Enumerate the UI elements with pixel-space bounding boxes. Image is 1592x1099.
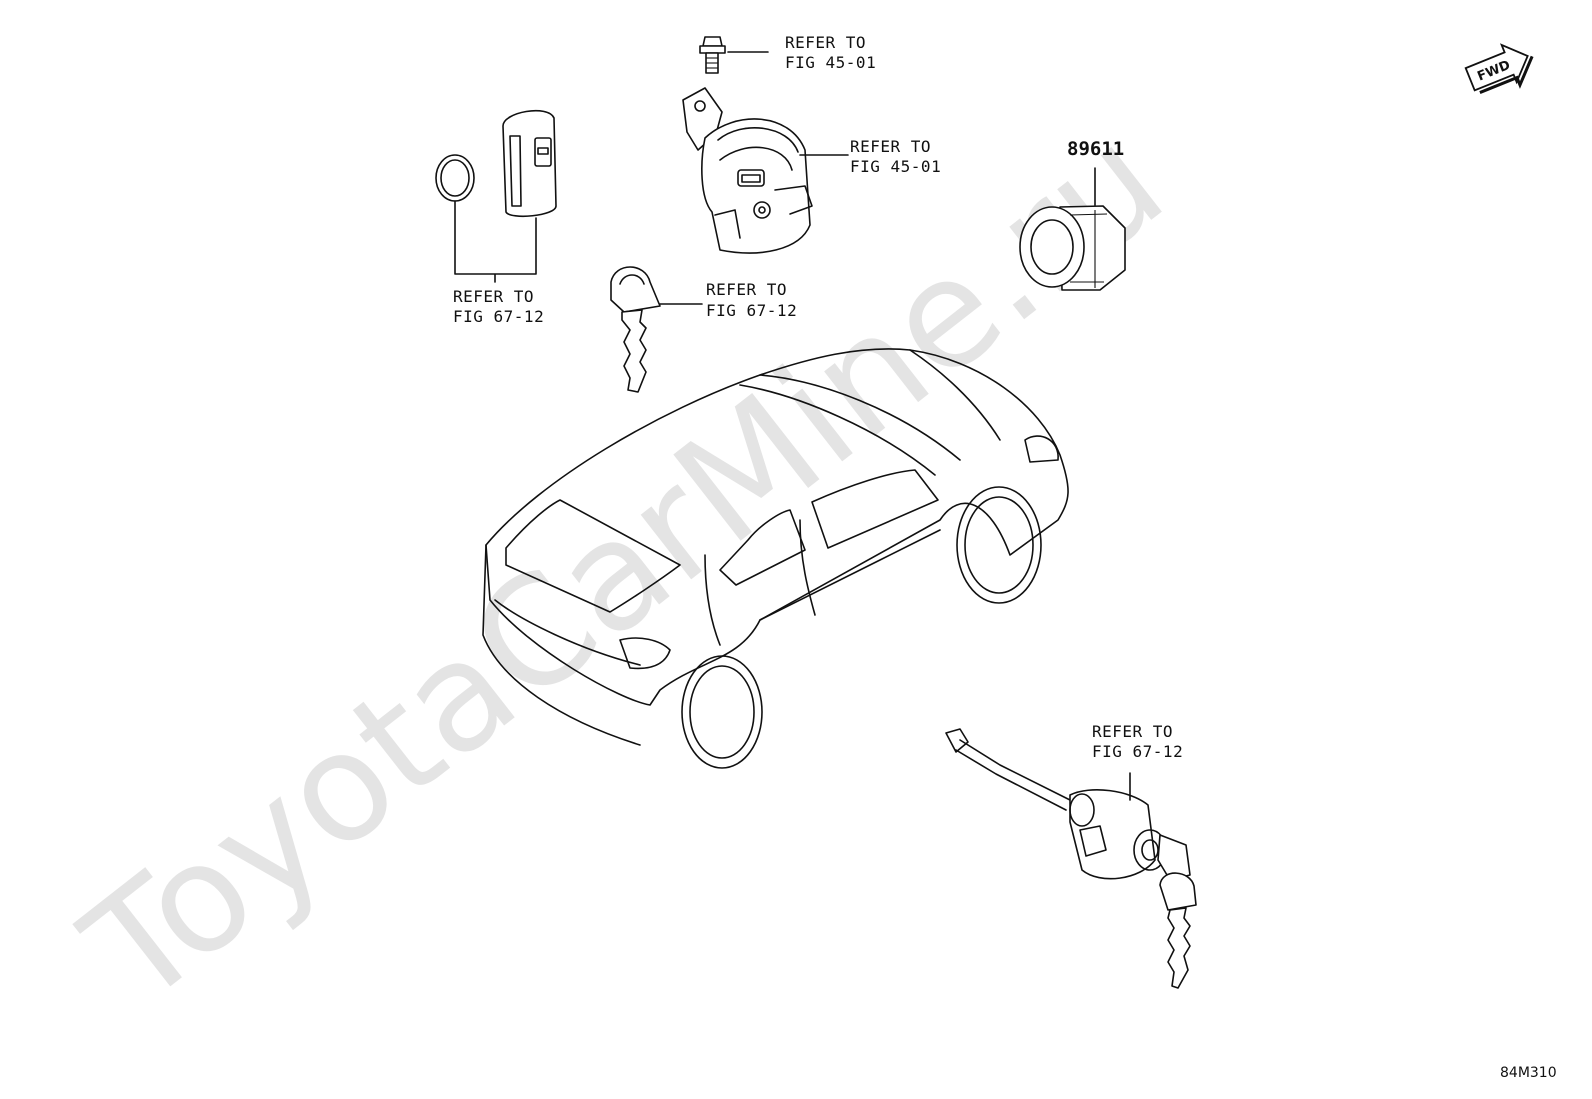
ignition-ref-line2: FIG 45-01 (850, 157, 941, 176)
bolt-ref-line2: FIG 45-01 (785, 53, 876, 72)
vehicle-outline (482, 348, 1069, 769)
smart-key-ref-line2: FIG 67-12 (453, 307, 544, 326)
smart-key-fob-part (502, 109, 557, 218)
door-lock-ref-line2: FIG 67-12 (1092, 742, 1183, 761)
push-start-switch-part (1019, 205, 1126, 291)
mech-key-ref-line2: FIG 67-12 (706, 301, 797, 320)
diagram-code: 84M310 (1500, 1065, 1557, 1081)
smart-key-ref-line1: REFER TO (453, 287, 534, 306)
key-battery-part (435, 154, 475, 202)
door-lock-cylinder-part (945, 728, 1197, 989)
ignition-ref-line1: REFER TO (850, 137, 931, 156)
mechanical-key-part (610, 266, 661, 393)
door-lock-ref-line1: REFER TO (1092, 722, 1173, 741)
bolt-ref-line1: REFER TO (785, 33, 866, 52)
push-start-part-number: 89611 (1067, 138, 1124, 160)
fwd-direction-icon: FWD (1464, 43, 1534, 94)
smart-key-bracket (454, 200, 537, 283)
mech-key-ref-line1: REFER TO (706, 280, 787, 299)
bolt-part (699, 36, 726, 74)
ignition-lock-part (682, 87, 813, 254)
